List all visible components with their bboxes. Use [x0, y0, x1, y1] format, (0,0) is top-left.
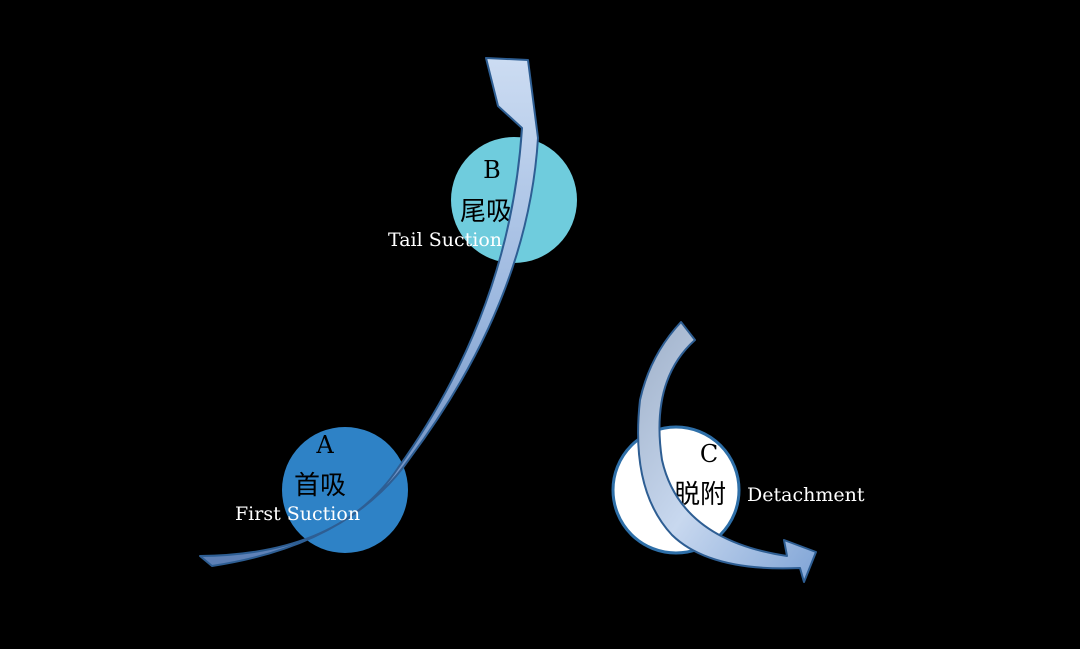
node-b-cjk: 尾吸	[460, 197, 512, 227]
node-c-letter: C	[700, 440, 718, 468]
node-a-label: First Suction	[235, 503, 360, 525]
arrow-through-c	[637, 321, 817, 583]
arrow-a-to-b	[199, 57, 539, 567]
node-c-label: Detachment	[747, 484, 865, 506]
node-b-letter: B	[483, 156, 501, 184]
node-a-letter: A	[315, 431, 334, 459]
node-b-label: Tail Suction	[388, 229, 502, 251]
node-a: A 首吸	[282, 427, 408, 553]
node-a-cjk: 首吸	[294, 471, 346, 501]
node-a-circle	[282, 427, 408, 553]
